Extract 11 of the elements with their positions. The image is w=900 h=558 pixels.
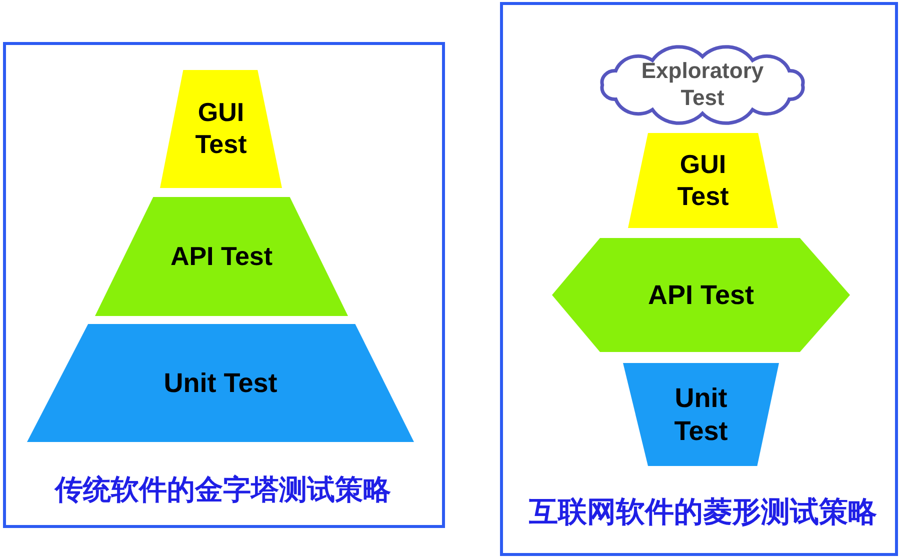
panel-frame bbox=[3, 42, 445, 528]
layer-label: API Test bbox=[170, 240, 273, 272]
panel-frame bbox=[500, 2, 898, 556]
layer-label: Unit Test bbox=[674, 382, 728, 448]
layer-label: GUI Test bbox=[677, 148, 729, 212]
layer-label: API Test bbox=[648, 278, 754, 312]
caption-text: 传统软件的金字塔测试策略 bbox=[55, 473, 391, 507]
layer-label: GUI Test bbox=[195, 97, 247, 161]
layer-label: Unit Test bbox=[164, 366, 278, 400]
caption-text: 互联网软件的菱形测试策略 bbox=[529, 496, 877, 530]
layer-label: Exploratory Test bbox=[641, 58, 764, 112]
